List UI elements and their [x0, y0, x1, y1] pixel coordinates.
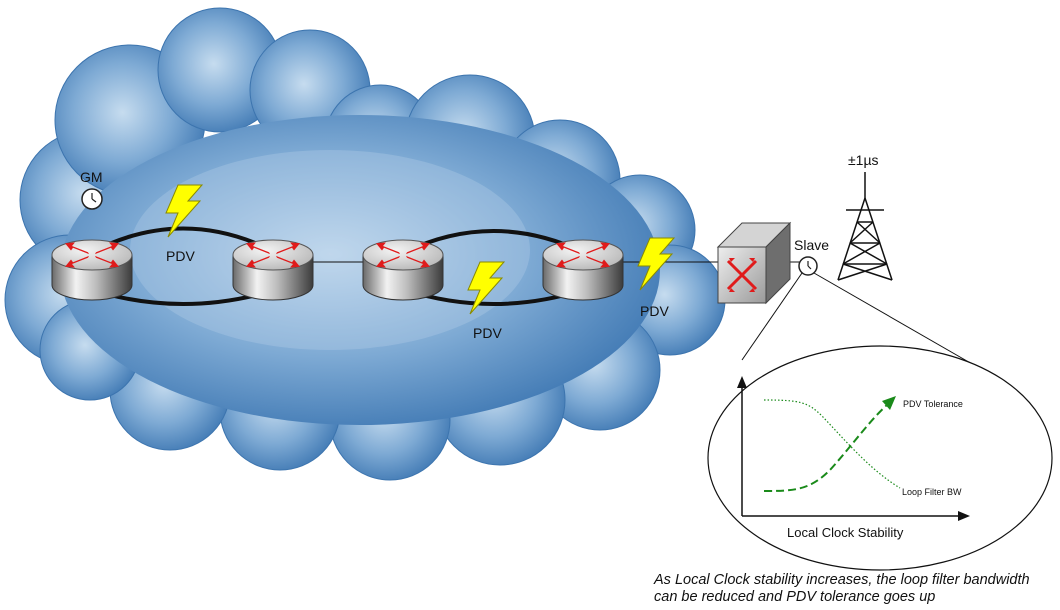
slave-label: Slave: [794, 237, 829, 253]
router-3: [362, 239, 444, 301]
zoom-ellipse: [707, 345, 1053, 571]
clock-icon: [798, 256, 818, 276]
series-label-pdv: PDV Tolerance: [903, 399, 963, 409]
accuracy-label: ±1µs: [848, 152, 879, 168]
caption: As Local Clock stability increases, the …: [654, 572, 1059, 606]
router-4: [542, 239, 624, 301]
antenna-tower-icon: [837, 172, 893, 281]
gm-label: GM: [80, 169, 103, 185]
pdv-label-2: PDV: [473, 325, 502, 341]
router-2: [232, 239, 314, 301]
pdv-label-1: PDV: [166, 248, 195, 264]
router-1: [51, 239, 133, 301]
network-cloud: [4, 7, 726, 481]
caption-line-1: As Local Clock stability increases, the …: [654, 572, 1030, 588]
lightning-icon: [165, 184, 204, 238]
x-axis-label: Local Clock Stability: [787, 525, 904, 540]
pdv-tolerance-curve: [763, 403, 889, 492]
slave-switch: [716, 221, 792, 305]
lightning-icon: [637, 237, 676, 291]
lightning-icon: [467, 261, 506, 315]
caption-line-2: can be reduced and PDV tolerance goes up: [654, 589, 936, 605]
pdv-label-3: PDV: [640, 303, 669, 319]
series-label-loop: Loop Filter BW: [902, 487, 962, 497]
stability-chart: PDV Tolerance Loop Filter BW Local Clock…: [737, 376, 970, 540]
clock-icon: [81, 188, 103, 210]
